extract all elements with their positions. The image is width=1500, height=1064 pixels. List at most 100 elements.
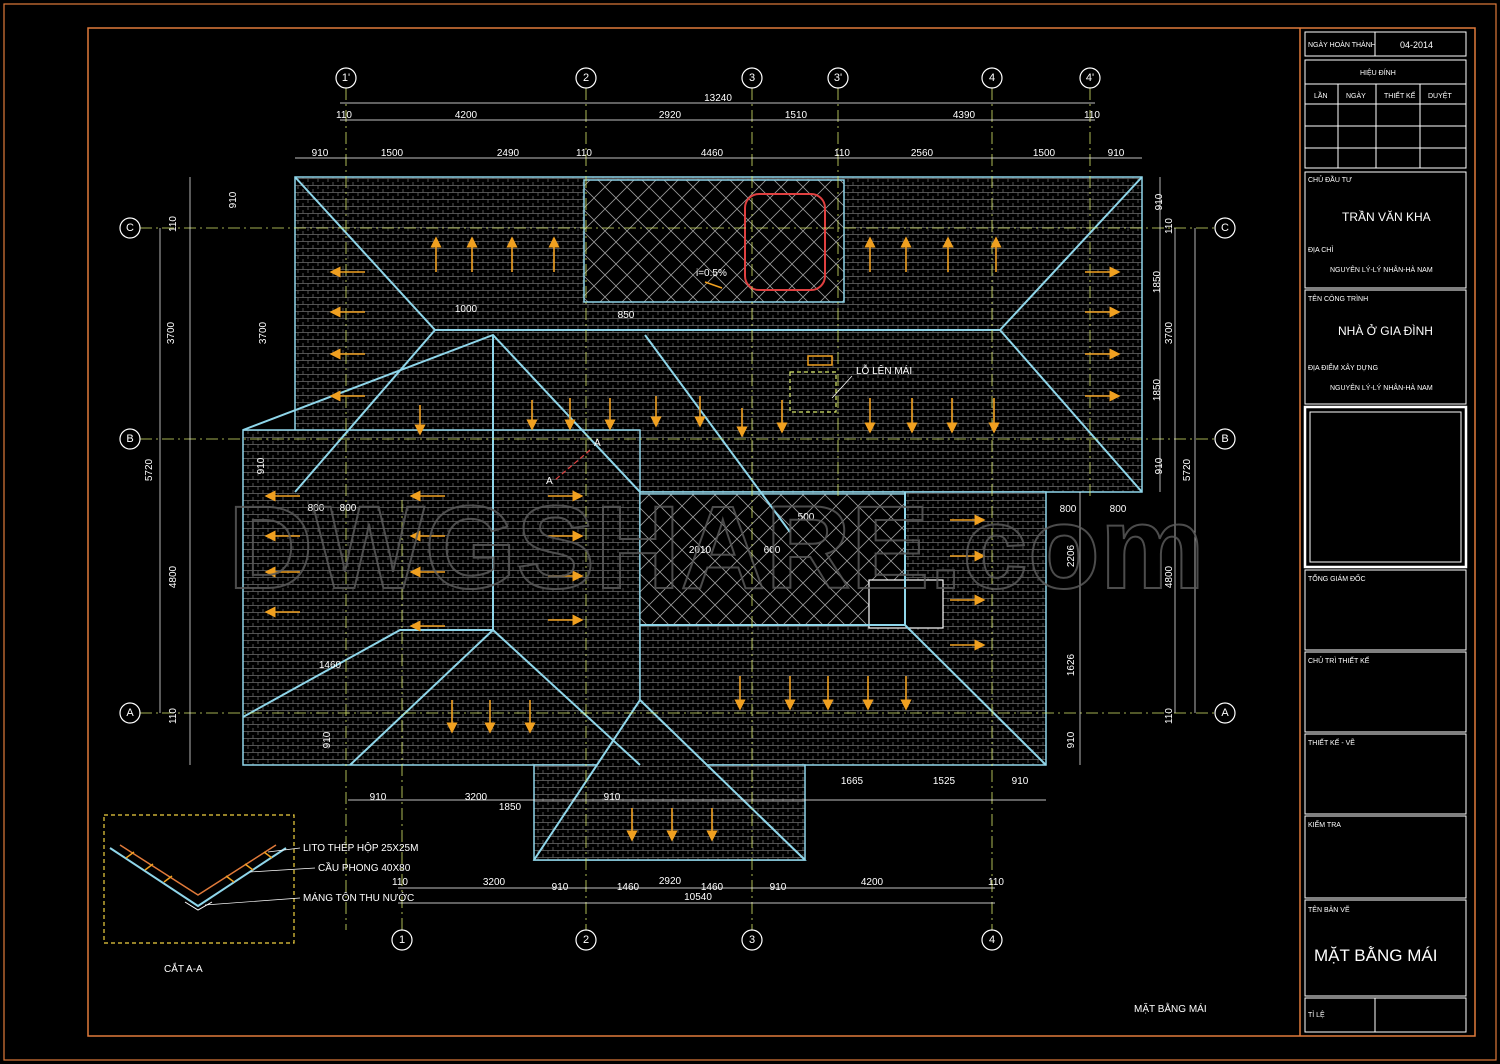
dim-top-row2-1: 910 — [312, 148, 329, 159]
dim-inner-3: 800 — [308, 503, 325, 514]
bottom-bubble-4 — [981, 929, 1003, 951]
dim-right-3: 1850 — [1152, 270, 1163, 293]
dim-left-4: 3700 — [258, 321, 269, 344]
dim-right-9: 2206 — [1066, 544, 1077, 567]
section-mark-bottom: A — [546, 476, 553, 487]
roof-access-tag — [807, 355, 833, 366]
top-label-1: 1' — [342, 72, 350, 84]
dim-bottom-row1-7: 4200 — [861, 877, 884, 888]
right-bubble-1 — [1214, 217, 1236, 239]
dim-bottom-mid-2: 3200 — [465, 792, 488, 803]
bottom-bubble-2 — [575, 929, 597, 951]
section-profile-inner — [119, 844, 277, 896]
tb-owner-value: TRẦN VĂN KHA — [1342, 209, 1431, 224]
top-label-3: 3 — [749, 72, 755, 84]
dim-inner-10: 1850 — [499, 802, 522, 813]
roof-hatch — [789, 371, 837, 413]
section-leaders — [204, 847, 316, 906]
dim-top-row2-8: 1500 — [1033, 148, 1056, 159]
roof-planes — [242, 176, 1143, 861]
dim-inner-7: 800 — [1060, 504, 1077, 515]
tb-rev-col-1: LẦN — [1314, 90, 1328, 100]
dim-inner-11: 2920 — [659, 876, 682, 887]
skylight — [744, 193, 826, 291]
dim-bottom-row1-2: 3200 — [483, 877, 506, 888]
dim-top-row2-6: 110 — [834, 148, 850, 159]
dim-bottom-row1-1: 110 — [392, 877, 408, 888]
dim-top-row2-2: 1500 — [381, 148, 404, 159]
grid-bubbles-left: CBA — [119, 217, 141, 724]
slope-arrow — [704, 281, 723, 289]
roof-access-label: LỖ LÊN MÁI — [856, 364, 912, 377]
dim-right-12: 110 — [1164, 708, 1175, 724]
section-detail: LITO THÉP HỘP 25X25M CẦU PHONG 40X80 MÁN… — [103, 814, 418, 975]
dim-bottom-row1-8: 110 — [988, 877, 1004, 888]
drawing-frame — [87, 27, 1476, 1037]
dim-top-row1-6: 110 — [1084, 110, 1100, 121]
tb-sheet-label: TÊN BẢN VẼ — [1308, 905, 1350, 914]
dim-bottom-mid-4: 1665 — [841, 776, 864, 787]
dim-top-total: 13240 — [704, 93, 732, 104]
top-label-4: 3' — [834, 72, 842, 84]
tb-project-label: TÊN CÔNG TRÌNH — [1308, 294, 1368, 303]
flat-roof-top — [583, 179, 845, 303]
dim-bottom-row1-3: 910 — [552, 882, 569, 893]
dim-inner-1: 1000 — [455, 304, 478, 315]
bottom-bubble-3 — [741, 929, 763, 951]
dim-left-3: 3700 — [166, 321, 177, 344]
dim-bottom-row1-5: 1460 — [701, 882, 724, 893]
top-label-5: 4 — [989, 72, 995, 84]
section-label-1: LITO THÉP HỘP 25X25M — [303, 841, 418, 854]
section-marker: A A — [546, 438, 601, 487]
dim-top-row2-7: 2560 — [911, 148, 934, 159]
dim-inner-12: 500 — [798, 512, 815, 523]
dim-left-8: 110 — [168, 708, 179, 724]
dim-bottom-mid-3: 910 — [604, 792, 621, 803]
bottom-label-2: 2 — [583, 934, 589, 946]
drainage-arrows — [264, 236, 1121, 842]
dim-right-1: 910 — [1154, 193, 1165, 210]
tb-rev-col-2: NGÀY — [1346, 91, 1366, 100]
watermark: DWGSHARE.com — [228, 482, 1205, 614]
tb-owner-label: CHỦ ĐẦU TƯ — [1308, 174, 1352, 184]
dim-top-row1-2: 4200 — [455, 110, 478, 121]
right-label-3: A — [1221, 707, 1229, 719]
dim-right-10: 1626 — [1066, 653, 1077, 676]
top-bubble-4 — [827, 67, 849, 89]
dim-bottom-total: 10540 — [684, 892, 712, 903]
dim-top-row2-5: 4460 — [701, 148, 724, 159]
bottom-label-3: 3 — [749, 934, 755, 946]
tb-address-value: NGUYÊN LÝ-LÝ NHÂN-HÀ NAM — [1330, 265, 1433, 274]
slope-note: i=0.5% — [696, 268, 727, 279]
tb-address-label: ĐỊA CHỈ — [1308, 245, 1333, 254]
tb-completion-label: NGÀY HOÀN THÀNH — [1308, 40, 1376, 49]
right-bubble-2 — [1214, 428, 1236, 450]
right-label-1: C — [1221, 222, 1229, 234]
outer-frame — [3, 3, 1497, 1061]
section-detail-frame — [103, 814, 295, 944]
top-label-6: 4' — [1086, 72, 1094, 84]
dim-left-7: 910 — [256, 457, 267, 474]
dim-left-5: 5720 — [144, 458, 155, 481]
tb-rev-col-3: THIẾT KẾ — [1384, 90, 1416, 100]
dim-top-row1-4: 1510 — [785, 110, 808, 121]
dim-inner-6: 600 — [764, 545, 781, 556]
tb-director-label: TỔNG GIÁM ĐỐC — [1308, 573, 1366, 583]
right-label-2: B — [1221, 433, 1228, 445]
dim-left-1: 910 — [228, 191, 239, 208]
dim-left-6: 4800 — [168, 565, 179, 588]
tb-site-label: ĐỊA ĐIỂM XÂY DỰNG — [1308, 363, 1378, 372]
left-bubble-3 — [119, 702, 141, 724]
dim-right-6: 910 — [1154, 457, 1165, 474]
dim-bottom-mid-1: 910 — [370, 792, 387, 803]
section-label-2: CẦU PHONG 40X80 — [318, 861, 411, 874]
dim-top-row2-3: 2490 — [497, 148, 520, 159]
dim-right-4: 3700 — [1164, 321, 1175, 344]
top-bubble-6 — [1079, 67, 1101, 89]
tb-sheet-value: MẶT BẰNG MÁI — [1314, 946, 1437, 965]
